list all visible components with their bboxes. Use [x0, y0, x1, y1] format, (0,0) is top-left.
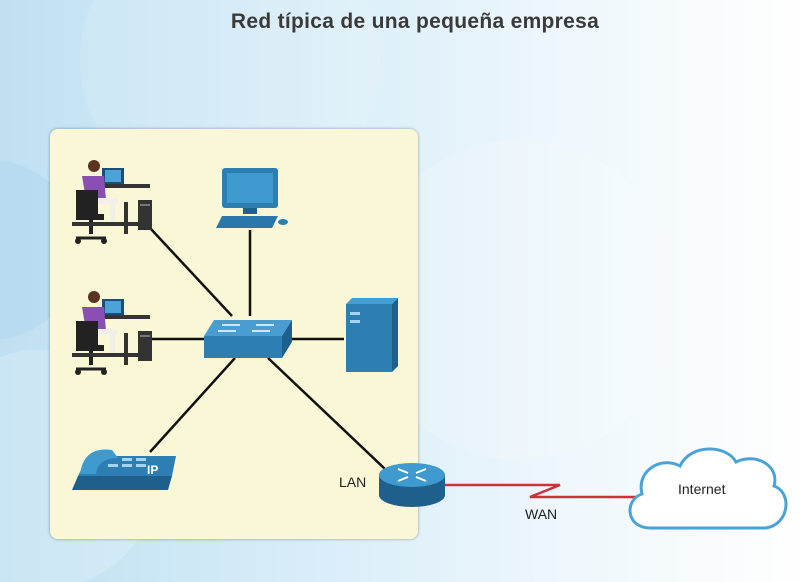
pc-icon — [216, 168, 288, 228]
lan-label: LAN — [339, 474, 367, 490]
wan-link — [445, 483, 636, 499]
link-user1-switch — [149, 227, 233, 317]
lan-links — [149, 227, 386, 470]
workstation-icon — [72, 291, 152, 375]
switch-icon — [204, 320, 292, 358]
workstation-icon — [72, 160, 152, 244]
link-switch-phone — [149, 357, 236, 453]
ip-phone-badge: IP — [147, 463, 158, 477]
page-title: Red típica de una pequeña empresa — [230, 10, 600, 33]
router-icon — [379, 463, 445, 507]
cloud-icon — [628, 447, 788, 530]
ip-phone-icon: IP — [72, 449, 176, 490]
server-icon — [346, 298, 398, 372]
wan-label: WAN — [525, 506, 558, 522]
internet-label: Internet — [678, 481, 726, 497]
link-switch-router — [267, 357, 386, 470]
